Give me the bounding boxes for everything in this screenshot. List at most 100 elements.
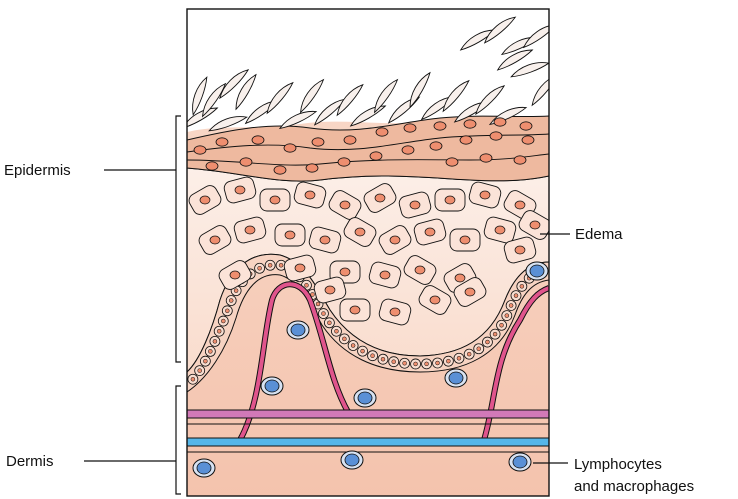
dermal-vessel-pink [187, 410, 549, 418]
granular-nucleus [240, 158, 252, 166]
basal-nucleus [457, 356, 461, 360]
spinous-nucleus [305, 191, 315, 199]
granular-nucleus [464, 120, 476, 128]
basal-nucleus [425, 362, 429, 366]
spinous-nucleus [390, 236, 400, 244]
basal-nucleus [392, 360, 396, 364]
spinous-nucleus [375, 194, 385, 202]
granular-nucleus [252, 136, 264, 144]
immune-cell-nucleus [358, 392, 372, 404]
spinous-nucleus [270, 196, 280, 204]
spinous-nucleus [530, 221, 540, 229]
basal-nucleus [334, 329, 338, 333]
spinous-nucleus [210, 236, 220, 244]
spinous-nucleus [350, 306, 360, 314]
granular-nucleus [306, 164, 318, 172]
spinous-nucleus [515, 246, 525, 254]
granular-nucleus [520, 122, 532, 130]
spinous-nucleus [285, 231, 295, 239]
spinous-nucleus [465, 288, 475, 296]
basal-nucleus [403, 361, 407, 365]
spinous-nucleus [325, 286, 335, 294]
basal-nucleus [191, 377, 195, 381]
spinous-nucleus [445, 196, 455, 204]
basal-nucleus [327, 321, 331, 325]
granular-nucleus [194, 146, 206, 154]
spinous-nucleus [200, 196, 210, 204]
basal-nucleus [414, 362, 418, 366]
basal-nucleus [520, 284, 524, 288]
spinous-nucleus [390, 308, 400, 316]
granular-nucleus [274, 166, 286, 174]
spinous-nucleus [340, 268, 350, 276]
granular-nucleus [514, 156, 526, 164]
dermis-label: Dermis [6, 453, 54, 470]
spinous-nucleus [460, 236, 470, 244]
epidermis-bracket [176, 116, 181, 362]
granular-nucleus [434, 122, 446, 130]
basal-nucleus [505, 314, 509, 318]
basal-nucleus [361, 349, 365, 353]
granular-nucleus [460, 136, 472, 144]
basal-nucleus [316, 302, 320, 306]
basal-nucleus [381, 357, 385, 361]
dermis-bracket [176, 386, 181, 494]
immune-cell-nucleus [530, 265, 544, 277]
spinous-nucleus [410, 201, 420, 209]
spinous-nucleus [320, 236, 330, 244]
basal-nucleus [229, 299, 233, 303]
immune-cell-nucleus [345, 454, 359, 466]
spinous-nucleus [235, 186, 245, 194]
granular-nucleus [494, 118, 506, 126]
granular-nucleus [522, 136, 534, 144]
granular-nucleus [376, 128, 388, 136]
spinous-nucleus [495, 226, 505, 234]
spinous-nucleus [430, 296, 440, 304]
granular-nucleus [206, 162, 218, 170]
immune-cell-nucleus [291, 324, 305, 336]
spinous-nucleus [230, 271, 240, 279]
basal-nucleus [321, 312, 325, 316]
dermal-vessel-blue [187, 438, 549, 446]
lymphocytes-label-line1: Lymphocytes [574, 456, 662, 473]
granular-nucleus [404, 124, 416, 132]
immune-cell-nucleus [265, 380, 279, 392]
granular-nucleus [284, 144, 296, 152]
basal-nucleus [225, 309, 229, 313]
spinous-nucleus [380, 271, 390, 279]
immune-cell-nucleus [513, 456, 527, 468]
spinous-nucleus [455, 274, 465, 282]
basal-nucleus [221, 319, 225, 323]
basal-nucleus [493, 332, 497, 336]
epidermis-label: Epidermis [4, 162, 71, 179]
basal-nucleus [258, 266, 262, 270]
spinous-nucleus [340, 201, 350, 209]
basal-nucleus [342, 337, 346, 341]
granular-nucleus [312, 138, 324, 146]
basal-nucleus [436, 361, 440, 365]
spinous-nucleus [415, 266, 425, 274]
immune-cell-nucleus [197, 462, 211, 474]
basal-nucleus [279, 263, 283, 267]
basal-nucleus [514, 294, 518, 298]
spinous-nucleus [480, 191, 490, 199]
basal-nucleus [208, 349, 212, 353]
lymphocytes-label-line2: and macrophages [574, 478, 694, 495]
granular-nucleus [490, 132, 502, 140]
spinous-nucleus [295, 264, 305, 272]
granular-nucleus [370, 152, 382, 160]
basal-nucleus [371, 354, 375, 358]
granular-nucleus [344, 136, 356, 144]
basal-nucleus [268, 263, 272, 267]
basal-nucleus [304, 283, 308, 287]
granular-nucleus [216, 138, 228, 146]
granular-nucleus [480, 154, 492, 162]
basal-nucleus [198, 369, 202, 373]
basal-nucleus [234, 289, 238, 293]
granular-nucleus [402, 146, 414, 154]
basal-nucleus [477, 347, 481, 351]
basal-nucleus [485, 340, 489, 344]
spinous-nucleus [355, 228, 365, 236]
granular-nucleus [446, 158, 458, 166]
